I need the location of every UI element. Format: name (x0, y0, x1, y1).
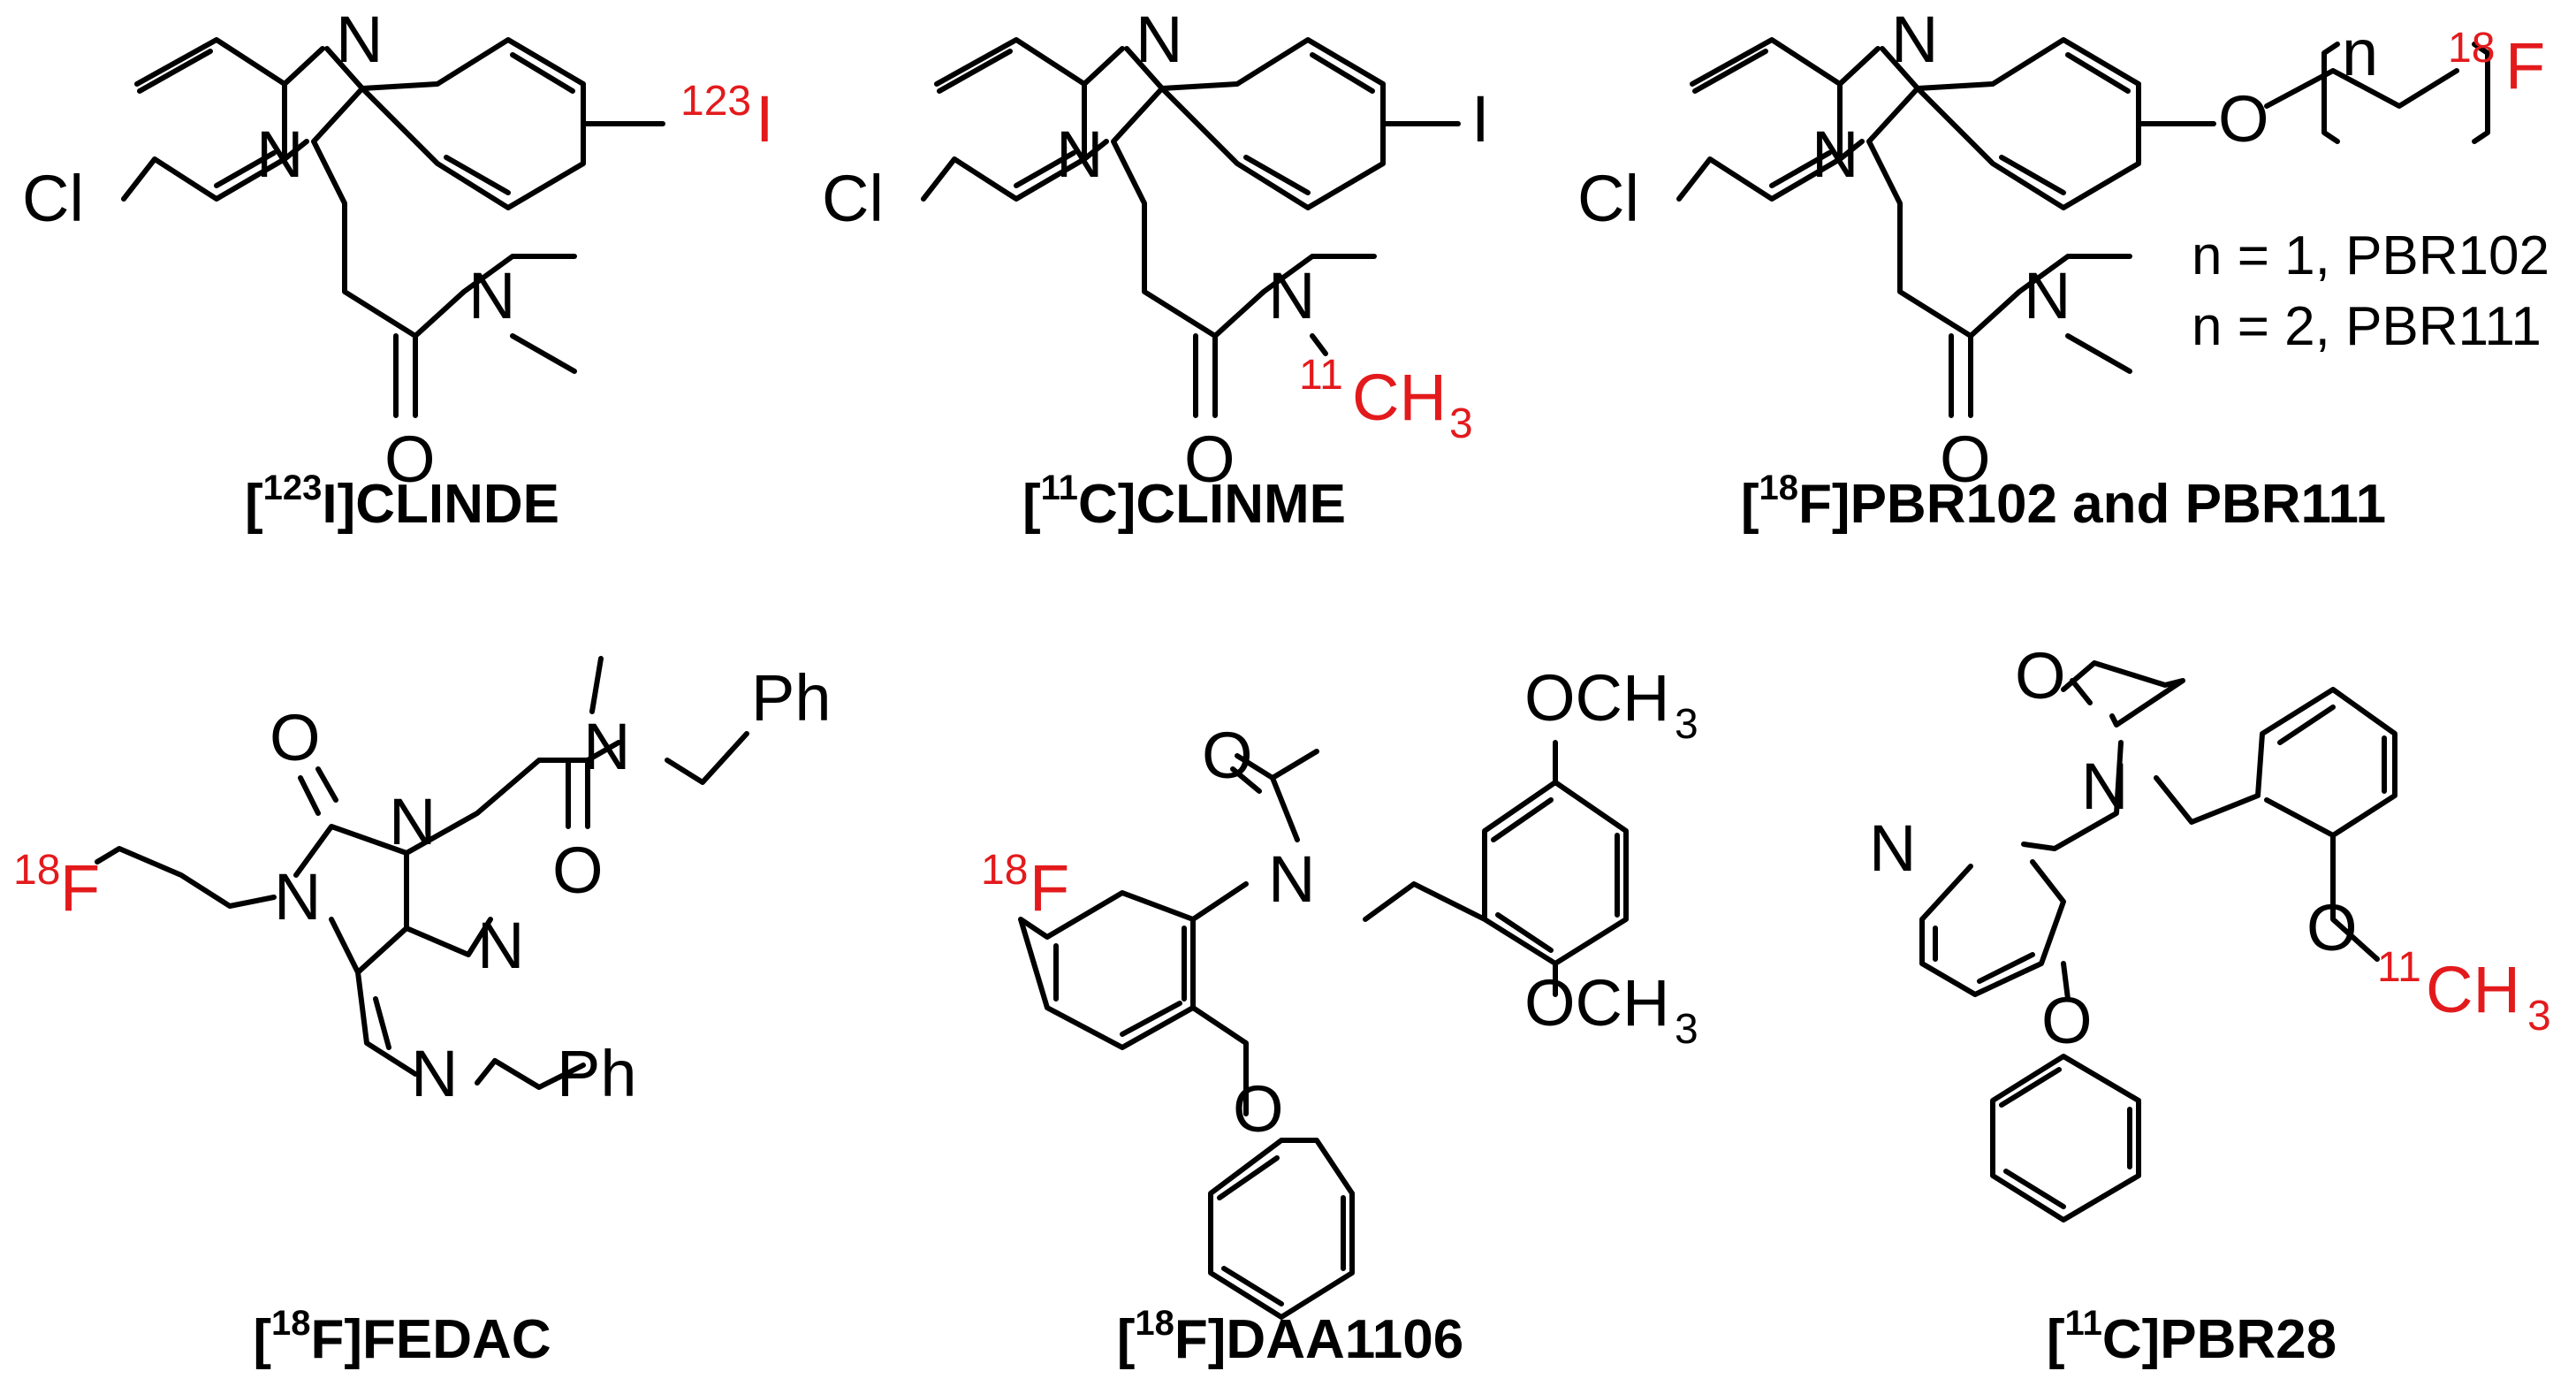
atom-och3-bot: OCH (1524, 966, 1669, 1040)
atom-n-ring: N (1891, 3, 1938, 76)
isotope-mass: 123 (680, 78, 751, 125)
isotope-mass: 18 (13, 847, 60, 894)
atom-o-acetyl: O (1202, 719, 1253, 792)
atom-o: O (1184, 423, 1235, 496)
caption-clinde: [123I]CLINDE (244, 468, 560, 535)
isotope-element: I (756, 82, 774, 156)
bonds (1919, 660, 2397, 1223)
atom-och3-bot-sub: 3 (1675, 1006, 1698, 1053)
atom-n-amide: N (583, 710, 630, 783)
atom-o-acetyl: O (2015, 639, 2066, 712)
atom-n9: N (389, 785, 436, 858)
atom-o: O (1940, 423, 1991, 496)
atom-o-ether: O (2041, 984, 2093, 1057)
atom-och3-top: OCH (1524, 661, 1669, 735)
atom-n-pyridine: N (1869, 811, 1916, 885)
atom-n-bridge: N (256, 118, 303, 191)
atom-n-bridge: N (1056, 118, 1103, 191)
atom-n3: N (477, 909, 524, 982)
atom-cl: Cl (822, 162, 884, 235)
caption-fedac: [18F]FEDAC (253, 1304, 551, 1370)
isotope-element: CH (1352, 361, 1447, 434)
atom-cl: Cl (22, 162, 84, 235)
note-pbr102: n = 1, PBR102 (2192, 225, 2549, 286)
caption-daa1106: [18F]DAA1106 (1116, 1304, 1464, 1370)
isotope-mass: 11 (1299, 352, 1343, 399)
atom-i: I (1471, 82, 1490, 156)
isotope-mass: 18 (981, 847, 1028, 894)
structure-pbr28: O N N O O 11 CH 3 (1869, 639, 2551, 1223)
isotope-element: F (1030, 851, 1069, 925)
bonds (95, 656, 749, 1090)
atom-n-amide: N (2024, 259, 2071, 332)
structure-clinde: N N Cl N O 123 I (22, 3, 774, 496)
atom-n1: N (411, 1037, 458, 1110)
repeat-n: n (2342, 16, 2378, 89)
atom-n-ring: N (1136, 3, 1182, 76)
bonds (921, 37, 1461, 418)
atom-cl: Cl (1577, 162, 1639, 235)
atom-n-amide: N (468, 259, 515, 332)
bonds (1676, 37, 2490, 418)
atom-o: O (384, 423, 436, 496)
atom-n-bridge: N (1812, 118, 1858, 191)
caption-pbr28: [11C]PBR28 (2046, 1304, 2337, 1370)
isotope-element: F (2505, 29, 2545, 103)
atom-n-amide: N (1268, 259, 1315, 332)
atom-n: N (1268, 842, 1315, 916)
structure-fedac: 18 F N O N O N Ph N N Ph (13, 656, 832, 1110)
atom-ph-1: Ph (751, 661, 832, 735)
caption-clinme: [11C]CLINME (1022, 468, 1347, 535)
atom-ph-2: Ph (557, 1037, 637, 1110)
atom-n7: N (274, 860, 321, 933)
structure-clinme: N N Cl N O I 11 CH 3 (822, 3, 1490, 496)
atom-n-ring: N (336, 3, 383, 76)
atom-o-methoxy: O (2306, 891, 2358, 964)
atom-o: O (270, 701, 321, 774)
isotope-mass: 18 (2448, 25, 2495, 72)
atom-n: N (2081, 750, 2128, 823)
bonds (1018, 740, 1629, 1320)
isotope-element: CH (2426, 953, 2520, 1026)
isotope-element: F (60, 851, 100, 925)
isotope-subscript: 3 (1449, 400, 1473, 447)
atom-o-amide: O (552, 834, 604, 907)
structure-pbr102-pbr111: N N Cl N O O n 18 F n = 1, PBR102 n = 2,… (1577, 3, 2549, 496)
atom-och3-top-sub: 3 (1675, 701, 1698, 748)
caption-pbr102-pbr111: [18F]PBR102 and PBR111 (1740, 468, 2387, 535)
atom-o-ether: O (2218, 82, 2269, 156)
structure-daa1106: 18 F O N O OCH 3 OCH 3 (981, 661, 1698, 1320)
note-pbr111: n = 2, PBR111 (2192, 296, 2542, 357)
isotope-subscript: 3 (2527, 993, 2551, 1040)
isotope-mass: 11 (2377, 944, 2421, 991)
bonds (121, 37, 665, 418)
atom-o-ether: O (1233, 1072, 1284, 1146)
